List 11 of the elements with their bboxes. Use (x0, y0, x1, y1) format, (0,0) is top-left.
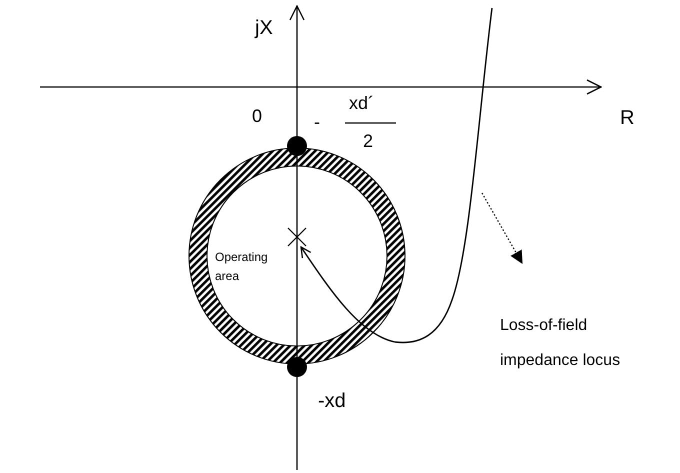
locus-label: Loss-of-field impedance locus (500, 316, 622, 372)
value-label: -xd (318, 391, 346, 411)
value-label: 0 (252, 107, 262, 125)
axis-label: jX (255, 18, 273, 38)
impedance-locus-curve (300, 8, 493, 344)
axis-label: R (620, 108, 634, 128)
value-label: xd´ (349, 94, 374, 112)
value-label: 2 (363, 132, 374, 150)
value-label: - (314, 113, 320, 131)
hatched-ring (189, 148, 405, 364)
center-cross (287, 227, 307, 247)
